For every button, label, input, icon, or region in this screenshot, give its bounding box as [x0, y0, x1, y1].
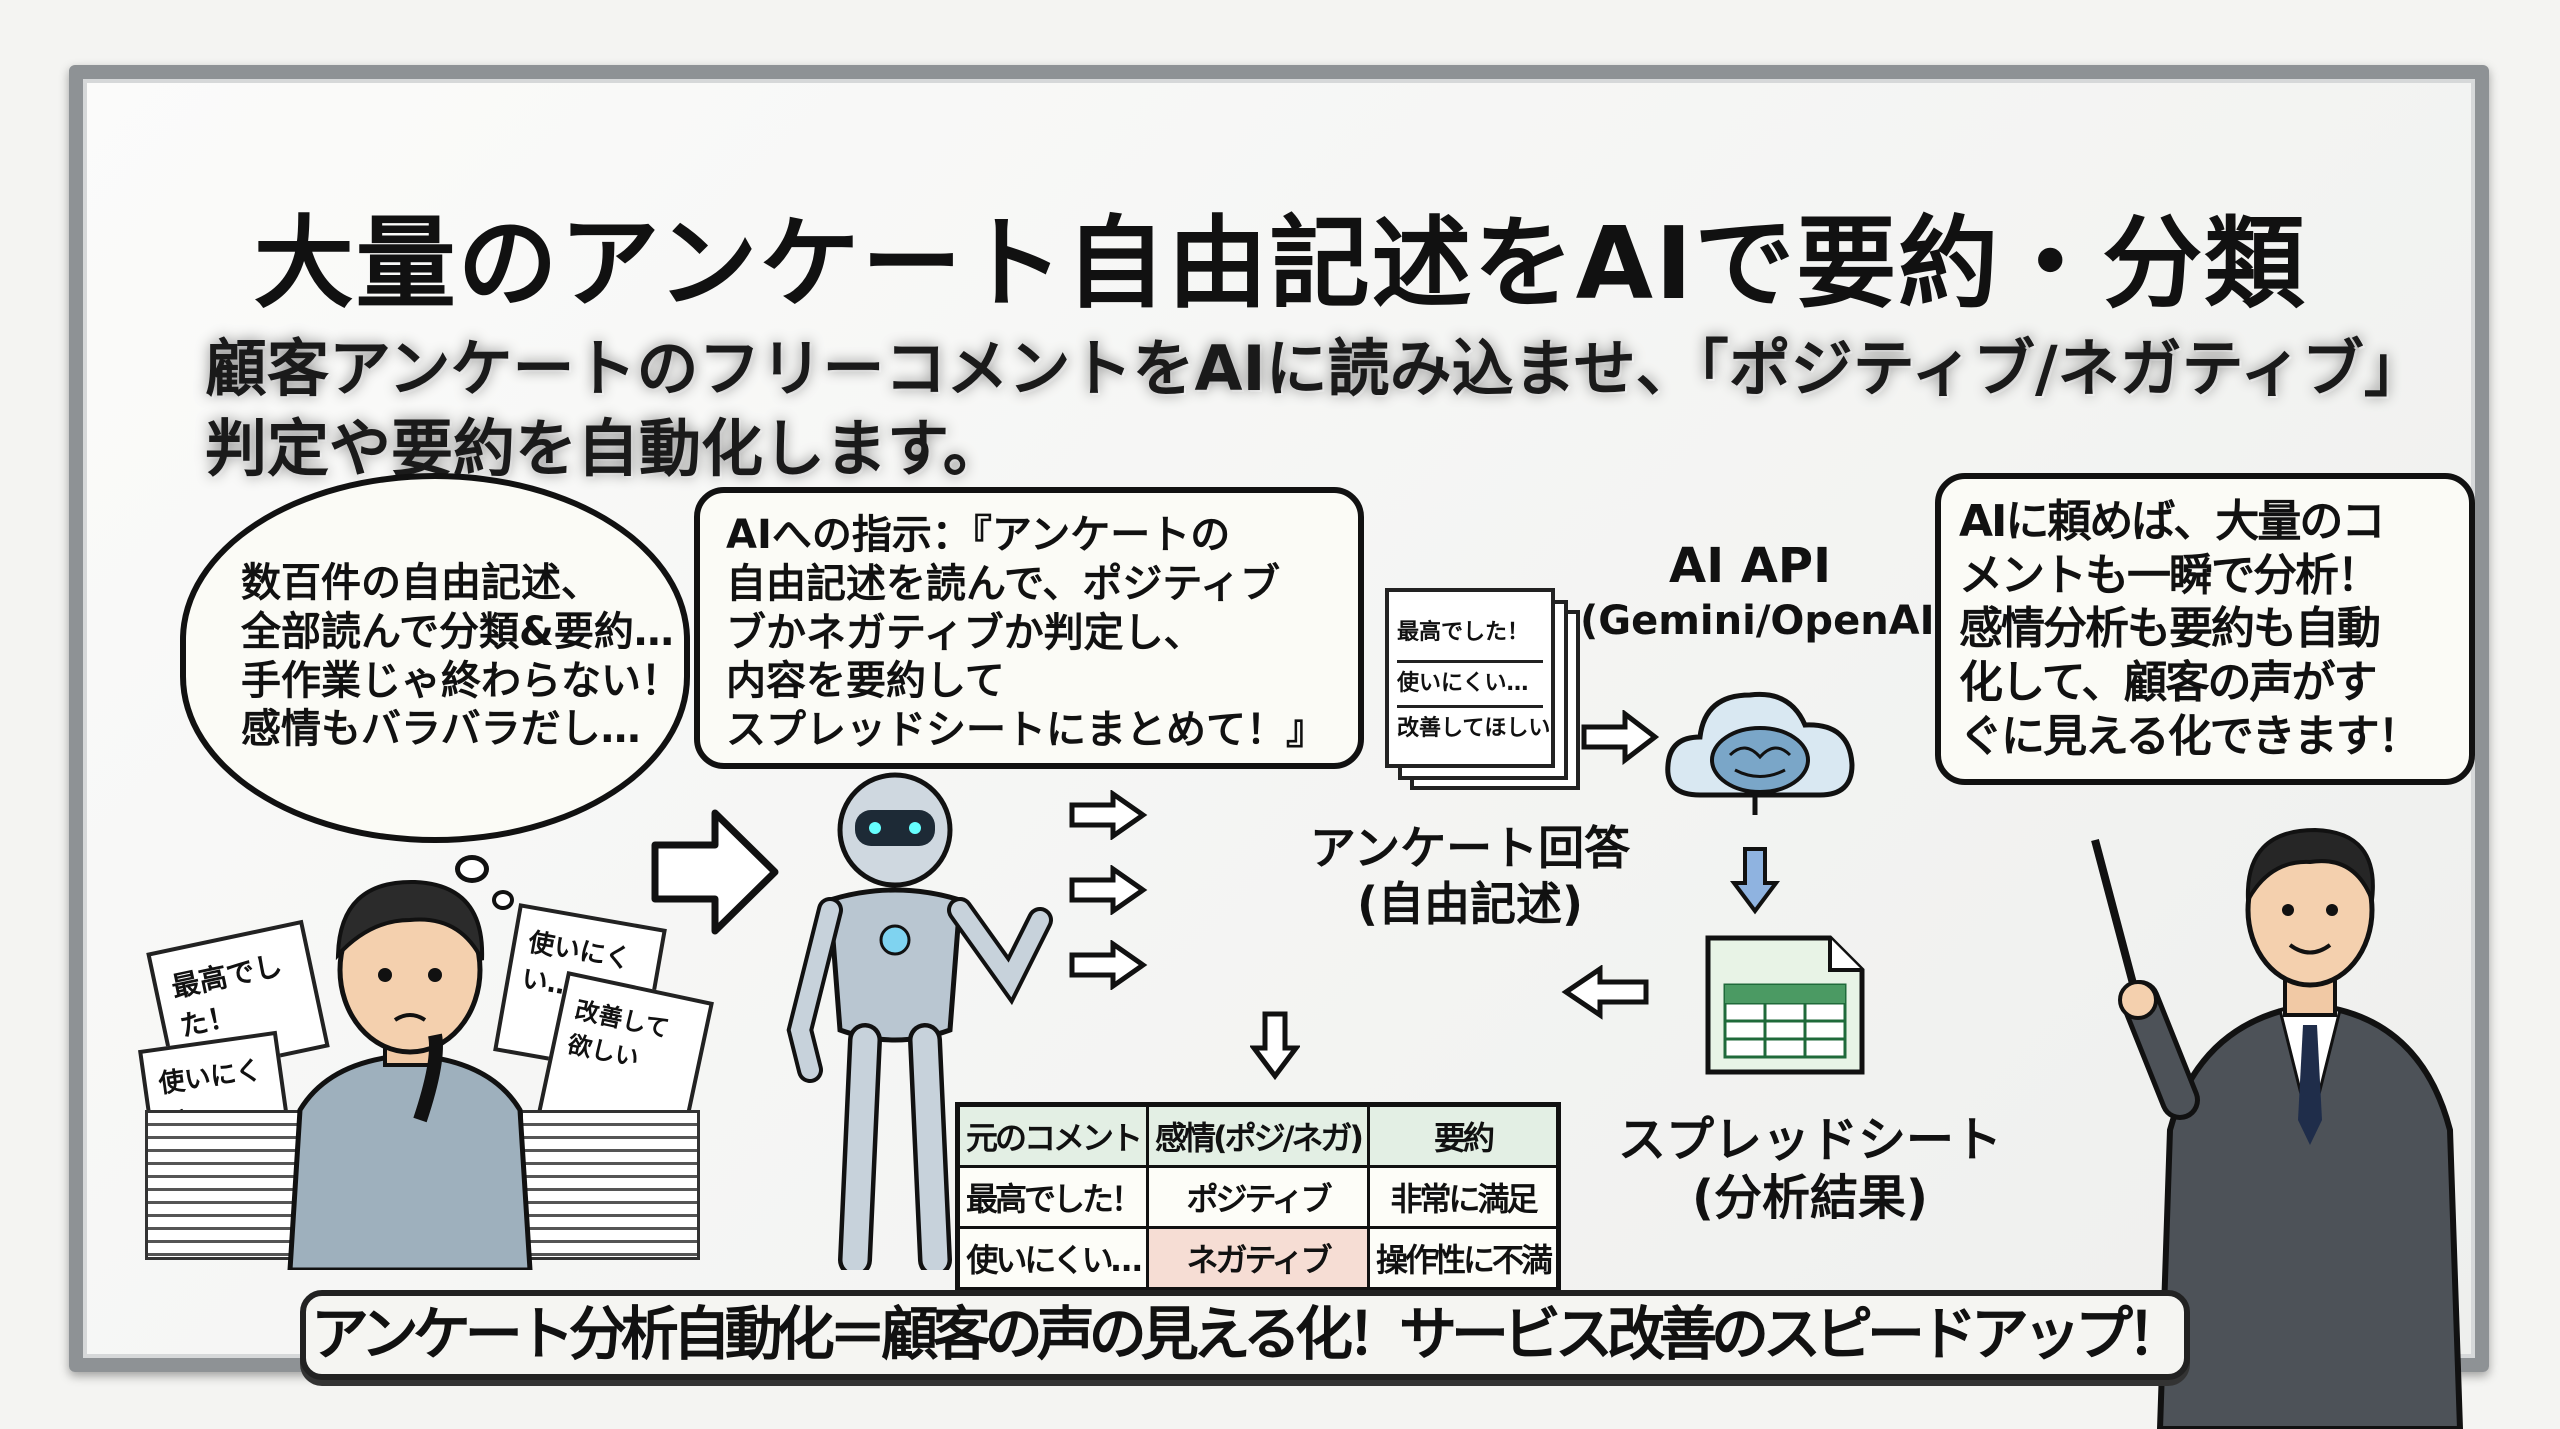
result-table: 元のコメント 感情(ポジ/ネガ) 要約 最高でした！ ポジティブ 非常に満足 使…	[955, 1102, 1561, 1292]
thought-dot	[492, 890, 514, 910]
table-cell: 非常に満足	[1366, 1165, 1560, 1229]
thought-line: 数百件の自由記述、	[241, 560, 601, 606]
speech-line: 感情分析も要約も自動	[1959, 603, 2381, 655]
thought-line: 手作業じゃ終わらない！	[241, 657, 681, 704]
table-cell: ネガティブ	[1146, 1226, 1370, 1291]
doc-line: 最高でした！	[1397, 620, 1530, 645]
table-cell: 操作性に不満	[1366, 1226, 1560, 1291]
doc-line: 使いにくい…	[1397, 659, 1543, 705]
speech-line: AIに頼めば、大量のコ	[1959, 496, 2385, 547]
robot-illustration	[786, 772, 1053, 1270]
paper-stack	[520, 1110, 700, 1260]
speech-line: AIへの指示：『アンケートの	[726, 512, 1231, 558]
header-cell: 感情(ポジ/ネガ)	[1146, 1103, 1370, 1168]
header-cell: 元のコメント	[955, 1103, 1150, 1168]
worried-person-illustration	[287, 879, 533, 1270]
header-cell: 要約	[1366, 1103, 1560, 1168]
presenter-illustration	[2091, 827, 2464, 1429]
spreadsheet-icon	[1705, 935, 1865, 1075]
table-header-row: 元のコメント 感情(ポジ/ネガ) 要約	[955, 1103, 1560, 1168]
thought-dot	[455, 855, 489, 883]
table-cell: ポジティブ	[1146, 1165, 1370, 1229]
speech-line: 内容を要約して	[726, 658, 1005, 705]
subtitle-line-1: 顧客アンケートのフリーコメントをAIに読み込ませ、「ポジティブ/ネガティブ」	[205, 332, 2426, 405]
ai-api-label-line-1: AI API	[1669, 538, 1831, 594]
table-cell: 使いにくい…	[955, 1226, 1150, 1291]
table-cell: 最高でした！	[955, 1165, 1150, 1229]
small-right-arrow-icon	[1069, 790, 1148, 840]
down-arrow-icon	[1730, 847, 1780, 915]
robot-speech-bubble: AIへの指示：『アンケートの 自由記述を読んで、ポジティブ ブかネガティブか判定…	[694, 487, 1364, 769]
spreadsheet-label-line-1: スプレッドシート	[1617, 1112, 2002, 1168]
speech-line: 自由記述を読んで、ポジティブ	[726, 560, 1280, 607]
speech-line: スプレッドシートにまとめて！』	[726, 707, 1326, 754]
spreadsheet-label-line-2: (分析結果)	[1692, 1170, 1928, 1226]
survey-document-icon: 最高でした！ 使いにくい… 改善してほしい	[1385, 588, 1555, 768]
speech-line: メントも一瞬で分析！	[1959, 549, 2381, 601]
subtitle-line-2: 判定や要約を自動化します。	[205, 412, 1005, 485]
thought-line: 感情もバラバラだし…	[241, 706, 641, 753]
survey-label-line-1: アンケート回答	[1309, 821, 1631, 875]
paper-text: 最高でした！	[168, 948, 286, 1044]
table-row: 最高でした！ ポジティブ 非常に満足	[955, 1165, 1560, 1229]
small-right-arrow-icon	[1069, 865, 1148, 915]
thought-line: 全部読んで分類&要約…	[241, 608, 674, 655]
table-row: 使いにくい… ネガティブ 操作性に不満	[955, 1226, 1560, 1291]
speech-line: 化して、顧客の声がす	[1959, 657, 2377, 709]
ai-api-label-line-2: (Gemini/OpenAI)	[1580, 598, 1953, 644]
right-arrow-icon	[651, 809, 779, 935]
thought-bubble: 数百件の自由記述、 全部読んで分類&要約… 手作業じゃ終わらない！ 感情もバラバ…	[180, 473, 690, 843]
page-title: 大量のアンケート自由記述をAIで要約・分類	[253, 205, 2307, 322]
paper-stack	[145, 1110, 315, 1260]
doc-line: 改善してほしい	[1397, 704, 1550, 750]
conclusion-banner: アンケート分析自動化＝顧客の声の見える化！サービス改善のスピードアップ！	[300, 1290, 2190, 1380]
small-right-arrow-icon	[1069, 940, 1148, 990]
right-arrow-icon	[1581, 710, 1660, 765]
cloud-brain-icon	[1665, 691, 1855, 815]
paper-text: 改善して欲しい	[565, 995, 672, 1073]
speech-line: ブかネガティブか判定し、	[726, 609, 1204, 656]
speech-line: ぐに見える化できます！	[1959, 710, 2422, 762]
presenter-speech-bubble: AIに頼めば、大量のコ メントも一瞬で分析！ 感情分析も要約も自動 化して、顧客…	[1935, 473, 2475, 785]
down-arrow-icon	[1250, 1011, 1300, 1081]
survey-label-line-2: (自由記述)	[1356, 877, 1584, 931]
left-arrow-icon	[1561, 965, 1649, 1020]
